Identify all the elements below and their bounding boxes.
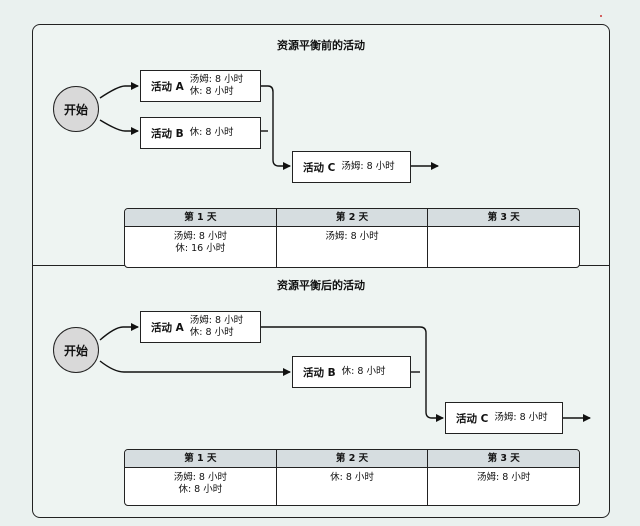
- top-table-cell-day1: 汤姆: 8 小时 休: 16 小时: [125, 227, 277, 267]
- top-activity-a-name: 活动 A: [151, 80, 184, 93]
- top-table-header-day3: 第 3 天: [487, 212, 520, 223]
- bottom-activity-a-res2: 休: 8 小时: [189, 327, 234, 338]
- edge-a-c-top: [261, 85, 291, 170]
- bottom-table-cell-day3: 汤姆: 8 小时: [428, 468, 579, 505]
- bottom-activity-c: 活动 C 汤姆: 8 小时: [445, 402, 563, 434]
- bottom-table-header-day3: 第 3 天: [487, 453, 520, 464]
- bottom-activity-c-name: 活动 C: [456, 412, 489, 425]
- top-table-header-day1: 第 1 天: [125, 209, 277, 226]
- bottom-table-cell-day1: 汤姆: 8 小时 休: 8 小时: [125, 468, 277, 505]
- top-table-cell-day1-line1: 汤姆: 8 小时: [173, 231, 227, 242]
- bottom-table-cell-day2: 休: 8 小时: [277, 468, 429, 505]
- edge-a-c-bot: [261, 326, 444, 422]
- edge-start-a-top: [99, 82, 139, 99]
- top-activity-a: 活动 A 汤姆: 8 小时 休: 8 小时: [140, 70, 261, 102]
- diagram-frame: [32, 24, 610, 518]
- marker-dot: [600, 15, 602, 17]
- top-activity-c-name: 活动 C: [303, 161, 336, 174]
- bottom-table-cell-day1-line1: 汤姆: 8 小时: [173, 472, 227, 483]
- bottom-activity-a-res1: 汤姆: 8 小时: [189, 315, 244, 326]
- top-table-header: 第 1 天 第 2 天 第 3 天: [125, 209, 579, 227]
- bottom-activity-a: 活动 A 汤姆: 8 小时 休: 8 小时: [140, 311, 261, 343]
- edge-start-b-bot: [99, 360, 291, 376]
- top-activity-a-resources: 汤姆: 8 小时 休: 8 小时: [190, 74, 243, 98]
- top-table-cell-day3: [428, 227, 579, 267]
- bottom-activity-a-name: 活动 A: [151, 321, 184, 334]
- bottom-table-body: 汤姆: 8 小时 休: 8 小时 休: 8 小时 汤姆: 8 小时: [125, 468, 579, 505]
- top-table-header-day2: 第 2 天: [277, 209, 429, 226]
- top-table-cell-day2-line1: 汤姆: 8 小时: [325, 231, 379, 242]
- top-schedule-table: 第 1 天 第 2 天 第 3 天 汤姆: 8 小时 休: 16 小时 汤姆: …: [124, 208, 580, 268]
- bottom-activity-b-name: 活动 B: [303, 366, 336, 379]
- bottom-activity-b-res1: 休: 8 小时: [341, 366, 386, 377]
- top-start-node: 开始: [53, 86, 99, 132]
- bottom-activity-a-resources: 汤姆: 8 小时 休: 8 小时: [190, 315, 243, 339]
- bottom-table-cell-day3-line1: 汤姆: 8 小时: [477, 472, 531, 483]
- top-activity-c: 活动 C 汤姆: 8 小时: [292, 151, 411, 183]
- bottom-title: 资源平衡后的活动: [277, 279, 365, 292]
- edge-start-b-top: [99, 119, 139, 135]
- top-table-cell-day1-line2: 休: 16 小时: [175, 243, 226, 254]
- top-activity-b-res1: 休: 8 小时: [189, 127, 234, 138]
- bottom-activity-b: 活动 B 休: 8 小时: [292, 356, 411, 388]
- bottom-table-cell-day1-line2: 休: 8 小时: [178, 484, 223, 495]
- top-table-cell-day2: 汤姆: 8 小时: [277, 227, 429, 267]
- bottom-table-header: 第 1 天 第 2 天 第 3 天: [125, 450, 579, 468]
- bottom-activity-c-res1: 汤姆: 8 小时: [494, 412, 548, 423]
- bottom-schedule-table: 第 1 天 第 2 天 第 3 天 汤姆: 8 小时 休: 8 小时 休: 8 …: [124, 449, 580, 506]
- top-table-body: 汤姆: 8 小时 休: 16 小时 汤姆: 8 小时: [125, 227, 579, 267]
- bottom-table-header-day1: 第 1 天: [125, 450, 277, 467]
- bottom-table-cell-day2-line1: 休: 8 小时: [330, 472, 374, 483]
- top-activity-a-res1: 汤姆: 8 小时: [189, 74, 244, 85]
- top-activity-a-res2: 休: 8 小时: [189, 86, 234, 97]
- top-activity-c-res1: 汤姆: 8 小时: [341, 161, 395, 172]
- edge-start-a-bot: [99, 323, 139, 341]
- bottom-start-node: 开始: [53, 327, 99, 373]
- top-activity-b-name: 活动 B: [151, 127, 184, 140]
- bottom-table-header-day2: 第 2 天: [277, 450, 429, 467]
- top-title: 资源平衡前的活动: [277, 39, 365, 52]
- top-activity-b: 活动 B 休: 8 小时: [140, 117, 261, 149]
